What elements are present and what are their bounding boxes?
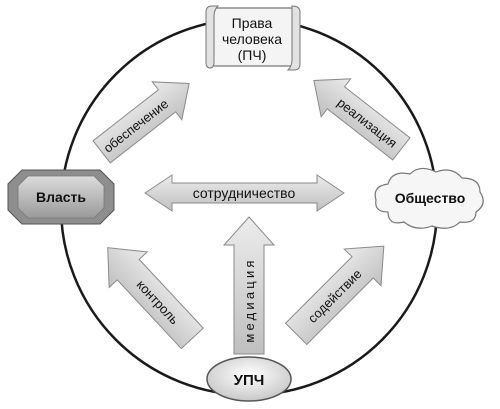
power-label: Власть <box>36 189 86 205</box>
cloud-shape <box>374 167 484 229</box>
arrow-control: контроль <box>107 247 204 350</box>
arrow-cooperation-label: сотрудничество <box>193 185 296 201</box>
arrow-provision-label: обеспечение <box>101 96 172 156</box>
arrow-mediation-label: медиация <box>242 257 257 342</box>
upch-label: УПЧ <box>234 372 265 389</box>
arrow-provision: обеспечение <box>92 81 190 164</box>
arrow-cooperation: сотрудничество <box>144 174 345 212</box>
society-label: Общество <box>395 190 466 206</box>
arrow-realization: реализация <box>313 78 411 161</box>
arrow-mediation: медиация <box>222 216 276 355</box>
node-society: Общество <box>374 167 484 229</box>
node-upch: УПЧ <box>206 356 292 402</box>
rights-line-2: человека <box>222 31 282 47</box>
rights-line-1: Права <box>232 15 273 31</box>
node-human-rights: Права человека (ПЧ) <box>205 5 301 71</box>
arrow-assistance: содействие <box>284 245 385 346</box>
rights-line-3: (ПЧ) <box>238 47 267 63</box>
node-power: Власть <box>7 169 115 225</box>
